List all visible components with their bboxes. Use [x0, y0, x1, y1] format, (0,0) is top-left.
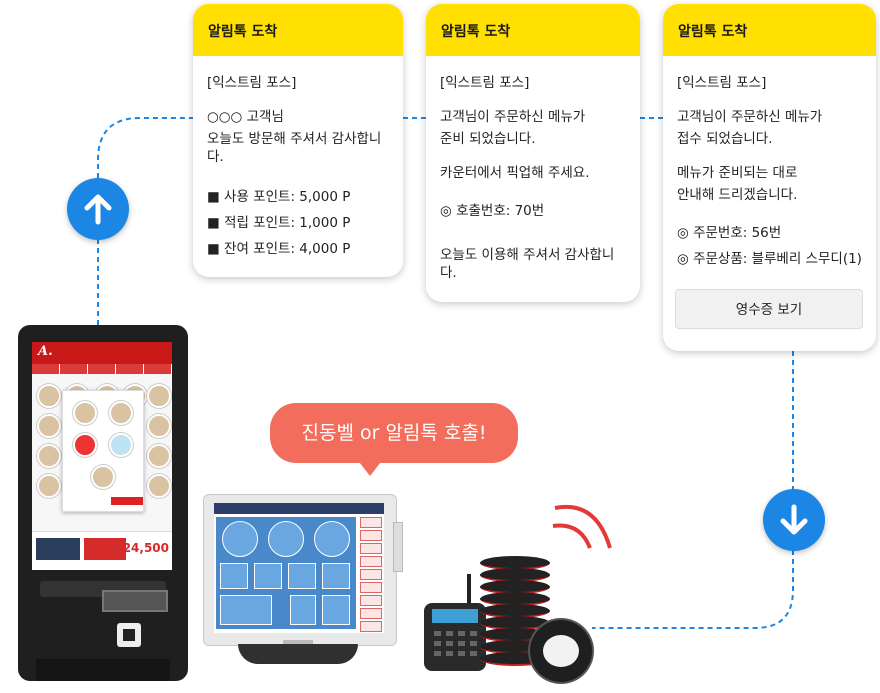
- card-line: 카운터에서 픽업해 주세요.: [440, 165, 590, 181]
- card-title: 알림톡 도착: [663, 4, 876, 56]
- kiosk-option-popup: [62, 390, 144, 512]
- card-line: 안내해 드리겠습니다.: [677, 187, 798, 203]
- alimtalk-card-pickup: 알림톡 도착 [익스트림 포스] 고객님이 주문하신 메뉴가 준비 되었습니다.…: [426, 4, 640, 302]
- alimtalk-card-order: 알림톡 도착 [익스트림 포스] 고객님이 주문하신 메뉴가 접수 되었습니다.…: [663, 4, 876, 351]
- earned-points: ■ 적립 포인트: 1,000 P: [207, 215, 351, 231]
- card-greeting-thanks: 오늘도 방문해 주셔서 감사합니다.: [207, 131, 382, 165]
- card-line: 고객님이 주문하신 메뉴가: [677, 109, 823, 125]
- card-sender: [익스트림 포스]: [207, 75, 297, 91]
- card-line: 접수 되었습니다.: [677, 131, 773, 147]
- up-arrow-icon: [84, 194, 112, 225]
- connector-up-to-card1: [97, 117, 193, 178]
- kiosk-header: A.: [32, 342, 172, 364]
- up-arrow-button: [67, 178, 129, 240]
- remaining-points: ■ 잔여 포인트: 4,000 P: [207, 241, 351, 257]
- call-number: ◎ 호출번호: 70번: [440, 203, 545, 219]
- pos-stand: [238, 644, 358, 664]
- card-line: 고객님이 주문하신 메뉴가: [440, 109, 586, 125]
- kiosk-tabs: [32, 364, 172, 374]
- kiosk-payment-bar: 24,500: [32, 531, 172, 570]
- card-sender: [익스트림 포스]: [677, 75, 767, 91]
- kiosk-total: 24,500: [122, 541, 169, 555]
- call-bubble-tail: [356, 458, 384, 476]
- card-line: 메뉴가 준비되는 대로: [677, 165, 798, 181]
- kiosk-base: [36, 659, 170, 681]
- pager-face: [543, 635, 579, 667]
- card-greeting-name: ○○○ 고객님: [207, 109, 284, 125]
- transmitter-antenna: [467, 574, 471, 606]
- kiosk-card-pay: [84, 538, 126, 560]
- order-item: ◎ 주문상품: 블루베리 스무디(1): [677, 251, 862, 267]
- card-line: 준비 되었습니다.: [440, 131, 536, 147]
- pager-transmitter: [424, 603, 486, 671]
- card-sender: [익스트림 포스]: [440, 75, 530, 91]
- pos-card-reader: [393, 522, 403, 572]
- vibration-pager: [530, 620, 592, 682]
- pos-side-menu: [360, 517, 382, 632]
- pos-table-map: [216, 517, 356, 629]
- pos-screen: [214, 503, 384, 633]
- kiosk-scanner: [117, 623, 141, 647]
- card-title: 알림톡 도착: [193, 4, 403, 56]
- kiosk-printer: [102, 590, 168, 612]
- kiosk-cash-pay: [36, 538, 80, 560]
- used-points: ■ 사용 포인트: 5,000 P: [207, 189, 351, 205]
- order-number: ◎ 주문번호: 56번: [677, 225, 782, 241]
- kiosk-screen: A. 24,500: [32, 342, 172, 570]
- call-bubble: 진동벨 or 알림톡 호출!: [270, 403, 518, 463]
- alimtalk-card-points: 알림톡 도착 [익스트림 포스] ○○○ 고객님 오늘도 방문해 주셔서 감사합…: [193, 4, 403, 277]
- card-line: 오늘도 이용해 주셔서 감사합니다.: [440, 247, 615, 281]
- view-receipt-button[interactable]: 영수증 보기: [675, 289, 863, 329]
- pos-terminal: [203, 494, 397, 646]
- down-arrow-icon: [780, 504, 808, 535]
- down-arrow-button: [763, 489, 825, 551]
- kiosk-device: A. 24,500: [18, 325, 188, 681]
- card-title: 알림톡 도착: [426, 4, 640, 56]
- kiosk-logo: A.: [38, 344, 53, 359]
- connector-down-to-pager: [592, 550, 794, 629]
